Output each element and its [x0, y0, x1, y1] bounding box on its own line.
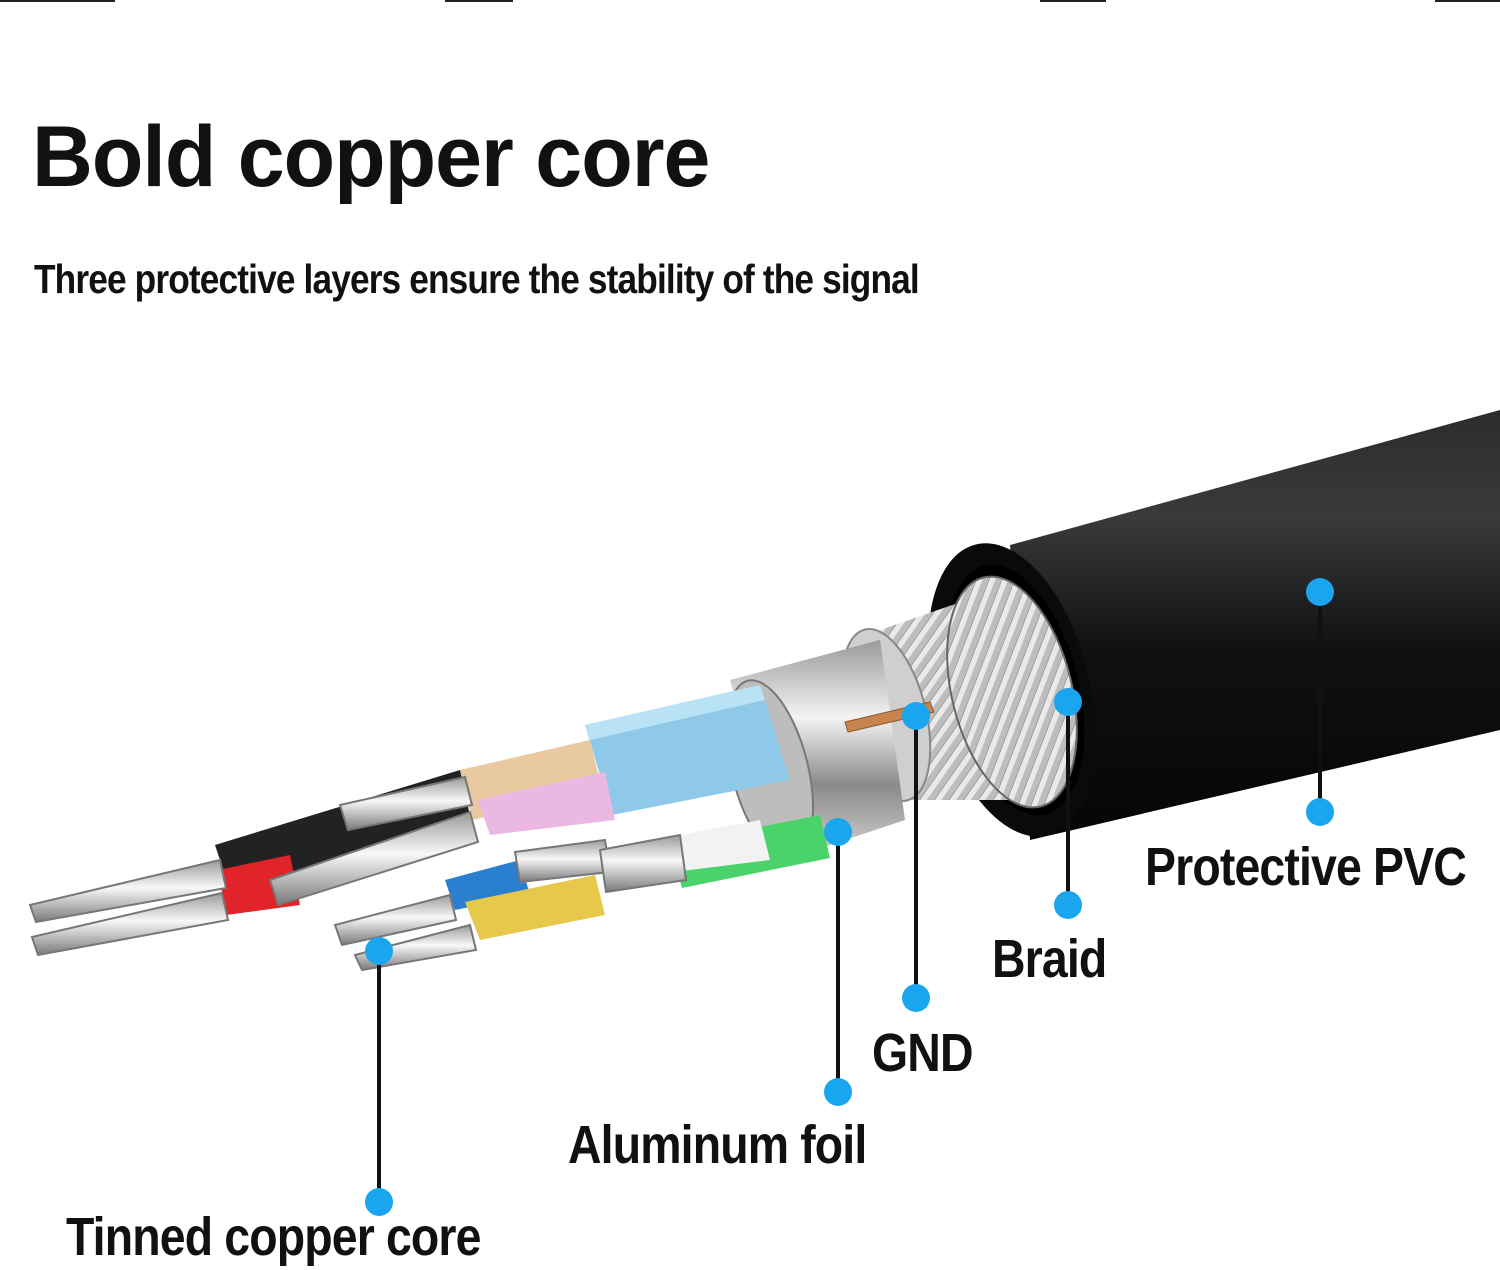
insulated-wires: [215, 685, 830, 940]
callout-dot: [824, 818, 852, 846]
page-subtitle: Three protective layers ensure the stabi…: [34, 256, 920, 302]
top-edge-mark: [1435, 0, 1500, 2]
page-title: Bold copper core: [32, 109, 710, 205]
label-braid: Braid: [992, 929, 1107, 989]
callout-dot: [902, 984, 930, 1012]
top-edge-mark: [1040, 0, 1106, 2]
callout-lines: [377, 592, 1322, 1202]
callout-dot: [365, 1188, 393, 1216]
label-aluminum-foil: Aluminum foil: [568, 1115, 867, 1175]
callout-dot: [1306, 578, 1334, 606]
label-gnd: GND: [872, 1023, 973, 1083]
label-tinned-copper-core: Tinned copper core: [66, 1207, 481, 1267]
callout-dot: [902, 702, 930, 730]
callout-dot: [1054, 688, 1082, 716]
tinned-copper-strands: [28, 775, 688, 972]
callout-dots: [365, 578, 1334, 1216]
callout-dot: [1306, 798, 1334, 826]
top-edge-mark: [445, 0, 513, 2]
label-protective-pvc: Protective PVC: [1145, 837, 1467, 897]
top-edge-mark: [0, 0, 115, 2]
callout-dot: [824, 1078, 852, 1106]
callout-dot: [1054, 891, 1082, 919]
callout-dot: [365, 937, 393, 965]
